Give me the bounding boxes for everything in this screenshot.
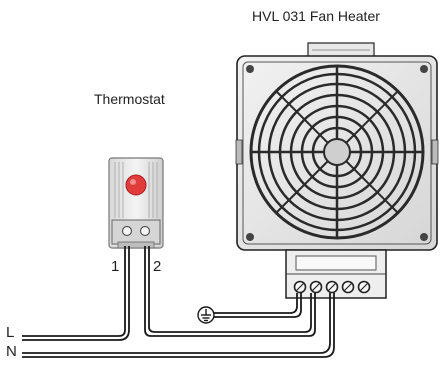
fan-grill-icon (249, 64, 425, 240)
thermostat-terminals (121, 225, 151, 237)
ground-icon (197, 306, 215, 324)
thermostat-dial-icon (125, 174, 147, 196)
heater-screws (246, 65, 428, 241)
fan-heater (235, 42, 439, 299)
heater-title: HVL 031 Fan Heater (252, 8, 380, 24)
terminal-1-label: 1 (111, 258, 120, 275)
line-n-label: N (6, 343, 17, 360)
line-l-label: L (6, 324, 15, 341)
thermostat-title: Thermostat (94, 91, 165, 107)
terminal-2-label: 2 (153, 258, 162, 275)
wires (22, 246, 335, 358)
thermostat (108, 157, 164, 249)
